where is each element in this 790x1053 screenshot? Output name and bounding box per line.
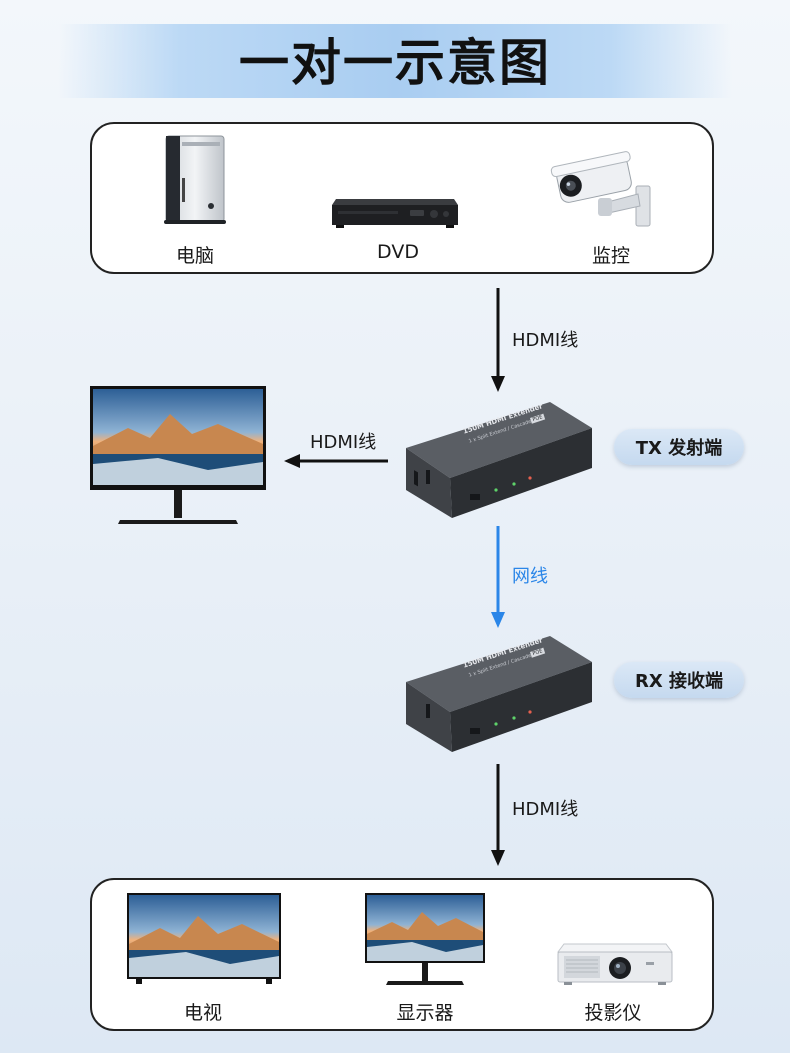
arrow-rx-to-displays	[491, 764, 505, 866]
source-label-dvd: DVD	[377, 241, 419, 263]
tx-label-pill: TX 发射端	[614, 429, 744, 465]
dvd-player-icon	[332, 199, 458, 228]
display-monitor-icon	[365, 893, 485, 985]
pc-tower-icon	[164, 135, 226, 224]
display-label-projector: 投影仪	[584, 1002, 642, 1024]
rx-label-pill: RX 接收端	[614, 662, 744, 698]
source-label-camera: 监控	[591, 245, 630, 267]
arrow-source-to-tx	[491, 288, 505, 392]
tx-extender-device	[406, 402, 592, 518]
title-banner	[58, 24, 732, 98]
display-label-tv: 电视	[183, 1002, 222, 1024]
arrow-tx-to-rx	[491, 526, 505, 628]
display-label-monitor: 显示器	[396, 1002, 454, 1024]
rx-extender-device	[406, 636, 592, 752]
monitor-icon	[90, 386, 266, 524]
connection-label-hdmi-left: HDMI线	[310, 432, 377, 453]
projector-icon	[557, 943, 673, 985]
arrow-tx-to-monitor	[284, 454, 388, 468]
page-title: 一对一示意图	[239, 34, 551, 92]
connection-label-hdmi-bottom: HDMI线	[512, 799, 579, 820]
tv-icon	[127, 893, 281, 984]
security-camera-icon	[550, 151, 651, 227]
connection-label-network: 网线	[512, 566, 548, 587]
connection-label-hdmi-top: HDMI线	[512, 330, 579, 351]
source-label-pc: 电脑	[175, 245, 214, 267]
